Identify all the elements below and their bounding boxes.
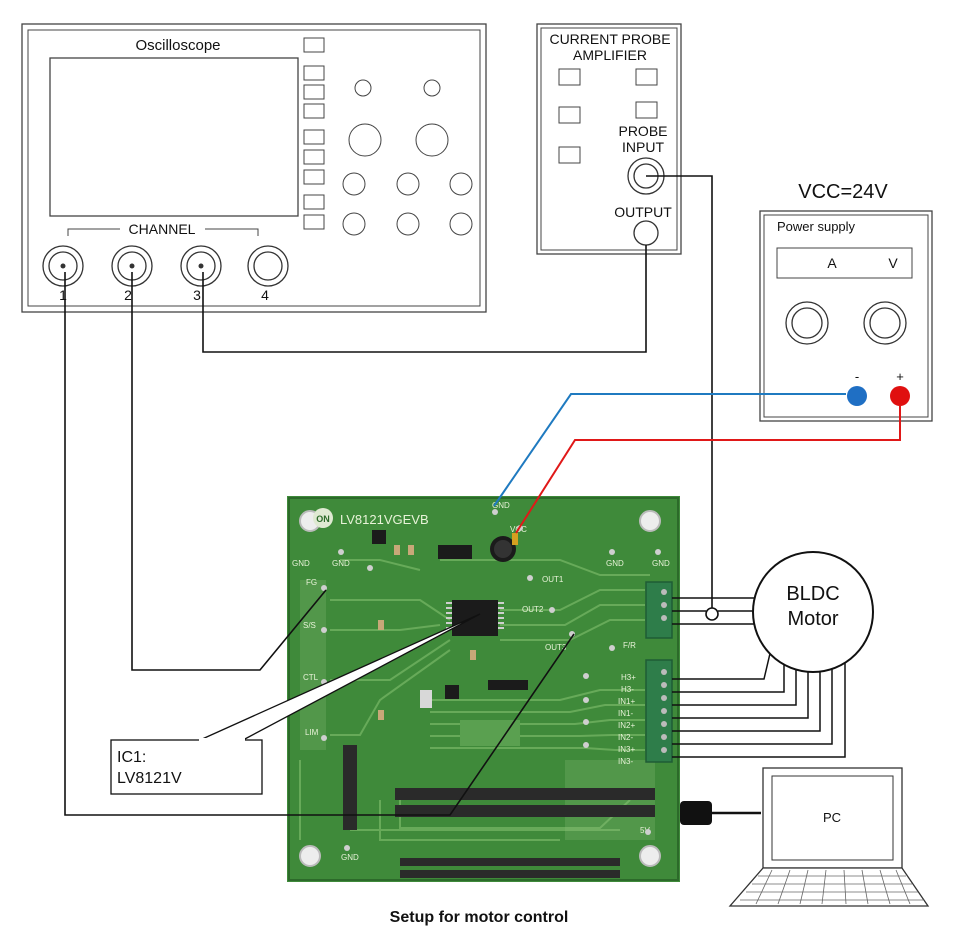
board-label-gnd-left2: GND [332,559,350,568]
board-label-gnd-bottom: GND [341,853,359,862]
board-label-in2p: IN2+ [618,721,635,730]
board-mounting-holes [299,510,661,867]
figure-caption: Setup for motor control [390,909,569,926]
wire-ch1-to-out3 [64,272,575,816]
meter-v-label: V [888,255,898,271]
probe-amp-title-line1: CURRENT PROBE [549,31,670,47]
meter-a-label: A [827,255,837,271]
board-left-connector [343,745,357,830]
probe-input-label-line1: PROBE [618,123,667,139]
wire-vcc-red [515,406,901,534]
board-label-in3p: IN3+ [618,745,635,754]
pc-laptop: PC [728,767,930,907]
board-label-lim: LIM [305,728,319,737]
board-label-5v: 5V [640,826,650,835]
board-label-in2n: IN2- [618,733,633,742]
board-label-h1: H3+ [621,673,636,682]
channel-3-connector[interactable] [180,245,222,287]
probe-input-label-line2: INPUT [622,139,664,155]
board-label-gnd-left: GND [292,559,310,568]
board-label-out2: OUT2 [522,605,544,614]
board-label-fg: FG [306,578,317,587]
pc-keyboard [740,869,924,905]
wire-ch3-to-amp-output [202,245,647,353]
board-label-fr: F/R [623,641,636,650]
board-label-ctl: CTL [303,673,319,682]
negative-symbol: - [855,369,859,384]
pc-label: PC [823,810,841,825]
channel-2-label: 2 [124,287,132,303]
board-capacitor [490,533,518,562]
channel-4-connector[interactable] [247,245,289,287]
positive-terminal[interactable] [890,386,910,406]
output-connector[interactable] [633,220,659,246]
board-output-terminal-block [645,581,673,639]
bldc-motor: BLDC Motor [752,551,874,673]
ic1-chip [446,600,504,636]
on-logo: ON [313,508,333,528]
board-label-in1p: IN1+ [618,697,635,706]
oscilloscope-screen [49,57,299,217]
channel-group-label: CHANNEL [129,221,196,237]
channel-1-label: 1 [59,287,67,303]
output-label: OUTPUT [614,204,672,220]
svg-text:ON: ON [316,514,330,524]
motor-label-line2: Motor [787,608,838,630]
board-input-terminal-block [645,659,673,763]
board-components [372,530,528,746]
oscilloscope-side-buttons [303,37,325,230]
channel-4-label: 4 [261,287,269,303]
channel-3-label: 3 [193,287,201,303]
oscilloscope-title: Oscilloscope [135,37,220,54]
current-probe-amplifier: CURRENT PROBE AMPLIFIER PROBE INPUT OUTP… [536,23,682,255]
oscilloscope-knobs [342,79,473,236]
callout-line1: IC1: [117,749,146,766]
board-label-ss: S/S [303,621,316,630]
oscilloscope: Oscilloscope CHANN [21,23,487,313]
board-label-h2: H3- [621,685,634,694]
board-label-in3n: IN3- [618,757,633,766]
power-supply-title: Power supply [777,219,856,234]
board-label-out3: OUT3 [545,643,567,652]
current-knob[interactable] [785,301,829,345]
evaluation-board: ON LV8121VGEVB GND VCC GND GND FG S/S CT… [287,496,680,882]
power-supply-display [776,247,913,279]
power-supply: VCC=24V Power supply A V - + [759,181,933,422]
probe-amp-title-line2: AMPLIFIER [573,47,647,63]
board-test-points [321,509,661,851]
wire-gnd-blue [493,393,846,507]
usb-plug [680,801,712,825]
board-label-gnd-top: GND [492,501,510,510]
board-bottom-header [395,788,655,878]
channel-2-connector[interactable] [111,245,153,287]
board-label-gnd-right: GND [606,559,624,568]
callout-line2: LV8121V [117,770,182,787]
voltage-knob[interactable] [863,301,907,345]
board-label-gnd-right2: GND [652,559,670,568]
positive-symbol: + [896,369,904,384]
motor-label-line1: BLDC [786,583,839,605]
wire-probe-input-clamp [646,175,713,608]
negative-terminal[interactable] [847,386,867,406]
wire-ch2-to-fg [131,272,327,671]
board-label-out1: OUT1 [542,575,564,584]
channel-1-connector[interactable] [42,245,84,287]
wires [64,175,901,816]
board-name: LV8121VGEVB [340,512,429,527]
ic1-callout: IC1: LV8121V [110,613,481,795]
vcc-label: VCC=24V [798,181,888,203]
probe-amp-buttons [558,68,658,164]
board-label-in1n: IN1- [618,709,633,718]
